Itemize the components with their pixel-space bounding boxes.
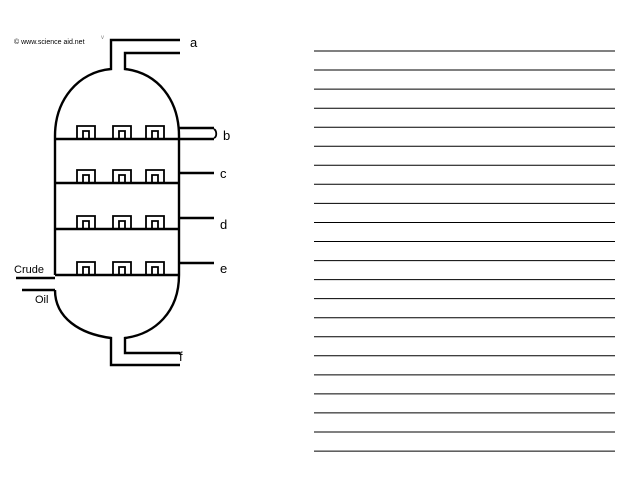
answer-lines: [314, 50, 615, 452]
outlet-label-e: e: [220, 261, 227, 276]
crude-oil-inlet: Crude Oil: [14, 264, 55, 306]
fractionating-column: [53, 38, 181, 367]
outlet-b-pipe: [179, 126, 214, 141]
tray-4: [55, 261, 179, 277]
crude-oil-inlet-pipe: [16, 276, 55, 292]
tray-3: [55, 215, 179, 231]
outlet-label-b: b: [223, 128, 230, 143]
inlet-label-oil: Oil: [35, 294, 48, 306]
outlet-label-d: d: [220, 217, 227, 232]
side-outlets: [179, 126, 218, 265]
outlet-label-c: c: [220, 166, 227, 181]
tray-2-bubble-caps: [76, 169, 165, 183]
tray-4-bubble-caps: [76, 261, 165, 275]
tray-1: [55, 125, 179, 141]
tray-3-bubble-caps: [76, 215, 165, 229]
corner-mark: v: [101, 35, 104, 41]
tray-1-bubble-caps: [76, 125, 165, 139]
tray-2: [55, 169, 179, 185]
inlet-label-crude: Crude: [14, 264, 44, 276]
copyright-notice: © www.science aid.net: [14, 38, 85, 46]
column-top-dome: [53, 38, 181, 137]
column-bottom-dome: [53, 274, 181, 367]
outlet-b-cap: [213, 128, 218, 139]
outlet-label-a: a: [190, 35, 198, 50]
outlet-label-f: f: [179, 349, 183, 364]
